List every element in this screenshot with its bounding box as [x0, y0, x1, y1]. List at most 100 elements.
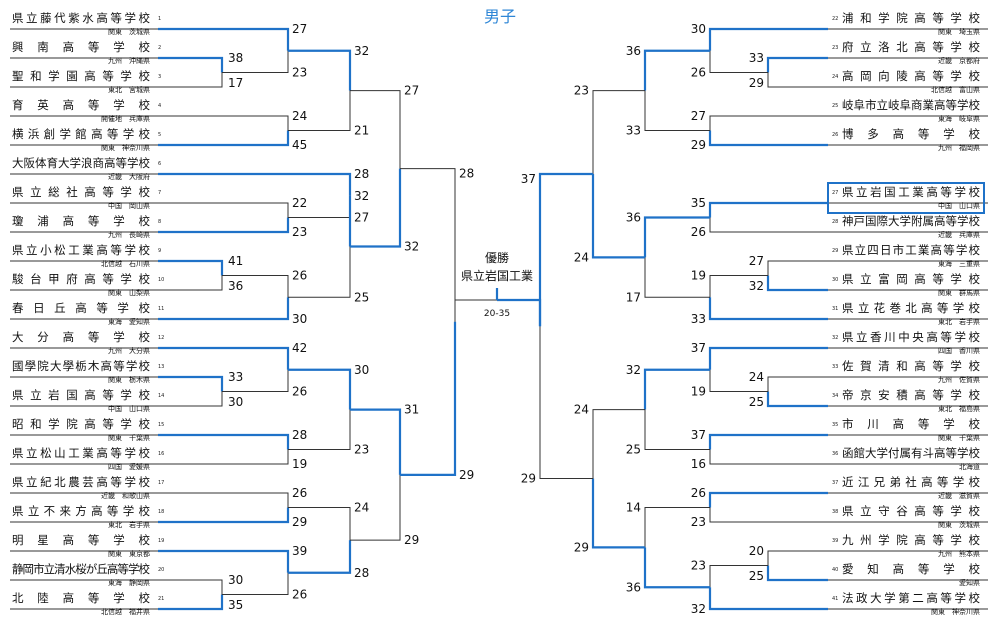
round3-l_r3b-top	[158, 172, 352, 196]
score: 25	[354, 290, 369, 304]
round5-left-bottom	[400, 321, 457, 476]
score: 23	[574, 84, 589, 98]
round2-l_r2c-top	[158, 202, 289, 218]
prelim-r_p33_34-top	[767, 376, 828, 392]
team-region-left: 関東 千葉県	[108, 433, 150, 442]
team-name-right: 神戸国際大学附属高等学校	[842, 214, 981, 228]
team-seed-right: 32	[832, 335, 838, 341]
round2-l_r2g-top	[158, 492, 289, 508]
team-name-right: 県立花巻北高等学校	[842, 301, 981, 315]
team-region-right: 関東 埼玉県	[938, 27, 980, 36]
round4-r_r4a-top	[592, 90, 645, 174]
final-left-link	[454, 299, 497, 322]
round2-r_r2c-top	[708, 201, 828, 218]
round2-r_r2a-bottom	[709, 50, 768, 73]
score: 33	[691, 312, 706, 326]
prelim-l_p13_14-bottom	[158, 391, 223, 407]
score: 29	[521, 472, 536, 486]
team-region-left: 北信越 福井県	[101, 607, 150, 616]
round2-l_r2h-top	[158, 549, 290, 573]
team-seed-right: 36	[832, 451, 838, 457]
team-name-right: 佐賀清和高等学校	[842, 359, 981, 373]
prelim-l_p20_21-top	[158, 579, 223, 595]
prelim-l_p9_10-top	[158, 259, 224, 276]
score: 16	[691, 457, 706, 471]
team-region-left: 関東 神奈川県	[101, 143, 150, 152]
team-name-left: 県立藤代紫水高等学校	[12, 11, 151, 25]
round5-left-top	[400, 168, 456, 322]
team-region-left: 四国 愛媛県	[108, 462, 150, 471]
team-name-right: 浦和学院高等学校	[842, 11, 981, 25]
score: 26	[292, 588, 307, 602]
team-seed-left: 3	[158, 74, 161, 80]
round4-r_r4b-bottom	[591, 478, 645, 549]
score: 20	[749, 544, 764, 558]
score: 26	[691, 486, 706, 500]
score: 19	[691, 269, 706, 283]
team-region-left: 中国 山口県	[108, 404, 150, 413]
score: 26	[292, 486, 307, 500]
score: 32	[691, 602, 706, 616]
team-region-left: 開催地 兵庫県	[101, 114, 150, 123]
team-name-left: 瓊浦高等学校	[12, 214, 151, 228]
team-seed-left: 10	[158, 277, 164, 283]
team-name-left: 國學院大學栃木高等学校	[12, 359, 151, 373]
score: 32	[404, 240, 419, 254]
round2-l_r2e-bottom	[222, 369, 289, 392]
round2-l_r2d-bottom	[158, 297, 290, 321]
score: 45	[292, 138, 307, 152]
team-name-left: 県立紀北農芸高等学校	[12, 475, 151, 489]
round5-right-bottom	[539, 326, 593, 479]
prelim-r_p33_34-bottom	[766, 391, 828, 408]
score: 24	[574, 250, 589, 264]
round3-l_r3a-top	[288, 49, 352, 91]
score: 30	[292, 312, 307, 326]
team-name-right: 府立洛北高等学校	[842, 40, 981, 54]
round2-l_r2f-bottom	[158, 449, 289, 465]
team-region-left: 関東 東京都	[108, 549, 150, 558]
round4-r_r4b-top	[592, 409, 645, 479]
prelim-l_p13_14-top	[158, 375, 224, 392]
team-seed-left: 19	[158, 538, 164, 544]
team-seed-left: 21	[158, 596, 164, 602]
team-seed-left: 4	[158, 103, 161, 109]
score: 27	[292, 22, 307, 36]
round3-r_r3c-bottom	[644, 409, 710, 450]
team-name-right: 県立守谷高等学校	[842, 504, 981, 518]
round2-l_r2h-bottom	[222, 572, 289, 595]
team-region-right: 四国 香川県	[938, 346, 980, 355]
score: 30	[228, 573, 243, 587]
team-name-left: 横浜創学館高等学校	[12, 127, 151, 141]
score: 25	[626, 443, 641, 457]
team-seed-left: 16	[158, 451, 164, 457]
score: 28	[459, 167, 474, 181]
team-seed-right: 24	[832, 74, 838, 80]
team-seed-right: 35	[832, 422, 838, 428]
score: 37	[691, 428, 706, 442]
prelim-l_p2_3-bottom	[158, 72, 223, 88]
round3-r_r3b-top	[643, 216, 710, 258]
round3-l_r3e-top	[288, 507, 351, 541]
score: 33	[749, 51, 764, 65]
score: 39	[292, 544, 307, 558]
round2-l_r2f-top	[158, 433, 290, 450]
round2-r_r2a-top	[708, 27, 828, 51]
round3-r_r3a-top	[643, 49, 710, 91]
team-seed-right: 28	[832, 219, 838, 225]
round4-l_r4b-top	[350, 408, 402, 475]
team-region-left: 関東 栃木県	[108, 375, 150, 384]
team-name-right: 九州学院高等学校	[842, 533, 981, 547]
round2-r_r2c-bottom	[709, 217, 828, 233]
score: 24	[292, 109, 307, 123]
score: 27	[691, 109, 706, 123]
score: 36	[626, 580, 641, 594]
score: 24	[749, 370, 764, 384]
prelim-r_p23_24-bottom	[767, 72, 828, 88]
round2-r_r2b-top	[709, 115, 828, 131]
team-region-right: 九州 佐賀県	[938, 375, 980, 384]
score: 37	[691, 341, 706, 355]
round3-l_r3c-bottom	[288, 246, 351, 298]
round2-r_r2f-bottom	[709, 449, 828, 465]
team-name-right: 博多高等学校	[842, 127, 981, 141]
